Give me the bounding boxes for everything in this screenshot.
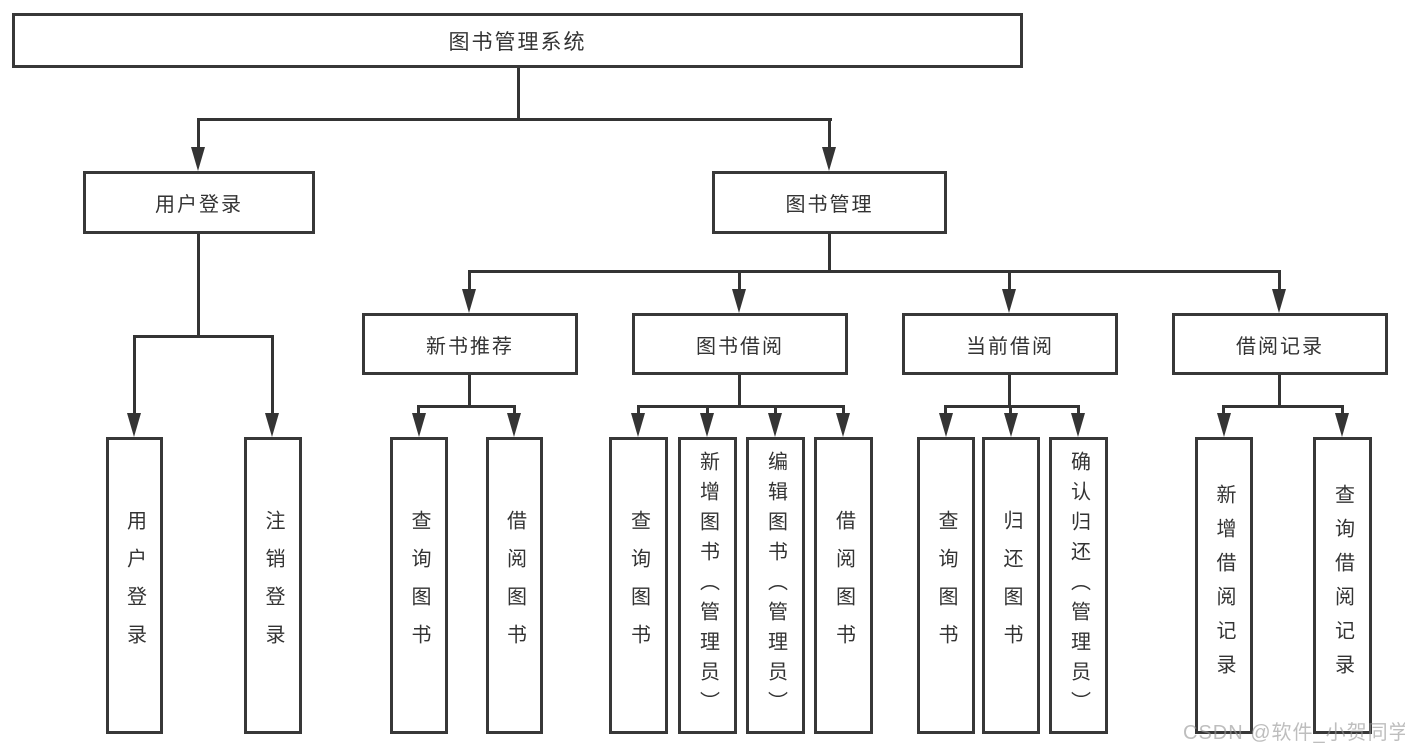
connector-line — [1278, 375, 1281, 407]
connector-line — [774, 405, 777, 419]
arrow-down-icon — [127, 413, 141, 437]
connector-line — [1222, 405, 1343, 408]
arrow-down-icon — [507, 413, 521, 437]
node-label: 新增借阅记录 — [1213, 483, 1235, 688]
node-borrowing-records: 借阅记录 — [1172, 313, 1388, 375]
connector-line — [637, 405, 640, 419]
connector-line — [468, 270, 1281, 273]
arrow-down-icon — [732, 289, 746, 313]
arrow-down-icon — [462, 289, 476, 313]
arrow-down-icon — [412, 413, 426, 437]
leaf-borrow-borrow-books: 借阅图书 — [814, 437, 873, 734]
node-label: 图书借阅 — [696, 335, 784, 358]
node-label: 用户登录 — [155, 194, 243, 216]
leaf-borrow-add-books-admin: 新增图书（管理员） — [678, 437, 737, 734]
node-book-borrowing: 图书借阅 — [632, 313, 848, 375]
node-label: 用户登录 — [123, 509, 146, 662]
node-label: 借阅图书 — [832, 509, 855, 662]
connector-line — [517, 68, 520, 120]
node-user-login: 用户登录 — [83, 171, 315, 234]
connector-line — [1278, 270, 1281, 295]
leaf-borrow-edit-books-admin: 编辑图书（管理员） — [746, 437, 805, 734]
connector-line — [1341, 405, 1344, 419]
leaf-recommend-borrow-books: 借阅图书 — [486, 437, 543, 734]
connector-line — [1009, 405, 1012, 419]
arrow-down-icon — [1272, 289, 1286, 313]
connector-line — [271, 335, 274, 417]
arrow-down-icon — [631, 413, 645, 437]
arrow-down-icon — [1071, 413, 1085, 437]
node-label: 新书推荐 — [426, 335, 514, 358]
node-label: 归还图书 — [1000, 509, 1022, 662]
node-book-management: 图书管理 — [712, 171, 947, 234]
connector-line — [1008, 375, 1011, 407]
connector-line — [417, 405, 420, 419]
connector-line — [828, 118, 831, 158]
connector-line — [738, 270, 741, 295]
connector-line — [1222, 405, 1225, 419]
node-label: 借阅记录 — [1236, 335, 1324, 358]
leaf-current-query-books: 查询图书 — [917, 437, 975, 734]
node-label: 查询图书 — [627, 509, 650, 662]
node-label: 查询图书 — [408, 509, 430, 662]
connector-line — [1008, 270, 1011, 295]
arrow-down-icon — [1002, 289, 1016, 313]
connector-line — [133, 335, 136, 417]
node-label: 查询图书 — [935, 509, 957, 662]
connector-line — [1077, 405, 1080, 419]
connector-line — [706, 405, 709, 419]
node-label: 注销登录 — [262, 509, 284, 662]
node-label: 图书管理 — [785, 194, 874, 216]
arrow-down-icon — [191, 147, 205, 171]
node-label: 编辑图书（管理员） — [764, 450, 787, 721]
leaf-logout: 注销登录 — [244, 437, 302, 734]
node-label: 当前借阅 — [966, 335, 1054, 358]
connector-line — [197, 234, 200, 335]
node-new-book-recommendation: 新书推荐 — [362, 313, 578, 375]
leaf-current-return-books: 归还图书 — [982, 437, 1040, 734]
leaf-records-query-record: 查询借阅记录 — [1313, 437, 1372, 734]
arrow-down-icon — [1217, 413, 1231, 437]
connector-line — [842, 405, 845, 419]
arrow-down-icon — [1335, 413, 1349, 437]
node-label: 图书管理系统 — [448, 30, 587, 54]
node-label: 查询借阅记录 — [1331, 483, 1354, 688]
arrow-down-icon — [700, 413, 714, 437]
connector-line — [197, 118, 200, 158]
node-library-system: 图书管理系统 — [12, 13, 1023, 68]
watermark: CSDN @软件_小贺同学 — [1183, 722, 1405, 744]
leaf-user-login: 用户登录 — [106, 437, 163, 734]
arrow-down-icon — [822, 147, 836, 171]
connector-line — [418, 405, 516, 408]
arrow-down-icon — [265, 413, 279, 437]
connector-line — [828, 234, 831, 272]
connector-line — [468, 375, 471, 407]
leaf-recommend-query-books: 查询图书 — [390, 437, 448, 734]
arrow-down-icon — [836, 413, 850, 437]
node-current-borrowing: 当前借阅 — [902, 313, 1118, 375]
connector-line — [944, 405, 947, 419]
arrow-down-icon — [939, 413, 953, 437]
node-label: 新增图书（管理员） — [696, 450, 719, 721]
connector-line — [738, 375, 741, 407]
leaf-records-add-record: 新增借阅记录 — [1195, 437, 1253, 734]
connector-line — [513, 405, 516, 419]
connector-line — [197, 118, 832, 121]
arrow-down-icon — [1004, 413, 1018, 437]
leaf-current-confirm-return-admin: 确认归还（管理员） — [1049, 437, 1108, 734]
arrow-down-icon — [768, 413, 782, 437]
node-label: 确认归还（管理员） — [1067, 450, 1090, 721]
connector-line — [468, 270, 471, 295]
node-label: 借阅图书 — [503, 509, 526, 662]
leaf-borrow-query-books: 查询图书 — [609, 437, 668, 734]
connector-line — [133, 335, 274, 338]
connector-line — [637, 405, 845, 408]
